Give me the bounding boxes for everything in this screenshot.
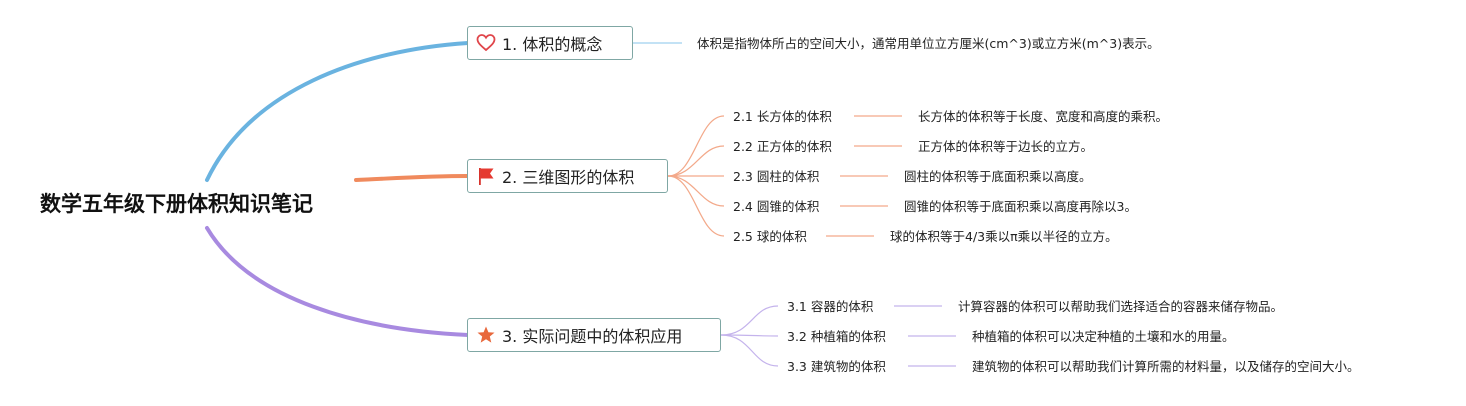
branch-2-child-connector [667, 115, 725, 177]
branch-2-child-detail: 圆锥的体积等于底面积乘以高度再除以3。 [904, 199, 1137, 214]
central-topic[interactable]: 数学五年级下册体积知识笔记 [40, 192, 313, 216]
branch-1-description: 体积是指物体所占的空间大小，通常用单位立方厘米(cm^3)或立方米(m^3)表示… [697, 36, 1160, 51]
branch-3-child-detail: 建筑物的体积可以帮助我们计算所需的材料量，以及储存的空间大小。 [972, 359, 1360, 374]
branch-2-child-label[interactable]: 2.2 正方体的体积 [733, 139, 832, 154]
branch-2-child-label[interactable]: 2.1 长方体的体积 [733, 109, 832, 124]
branch-2-child-detail: 长方体的体积等于长度、宽度和高度的乘积。 [918, 109, 1169, 124]
branch-1-topic[interactable]: 1. 体积的概念 [467, 26, 633, 60]
branch-2-child-detail: 球的体积等于4/3乘以π乘以半径的立方。 [890, 229, 1118, 244]
flag-icon [476, 166, 496, 186]
branch-3-child-label[interactable]: 3.1 容器的体积 [787, 299, 874, 314]
branch-1-connector [205, 41, 470, 182]
branch-3-child-connector [720, 305, 779, 336]
branch-3-child-label[interactable]: 3.3 建筑物的体积 [787, 359, 886, 374]
branch-3-connector [205, 226, 470, 337]
branch-3-topic[interactable]: 3. 实际问题中的体积应用 [467, 318, 721, 352]
branch-2-child-connector [667, 175, 725, 207]
branch-3-child-detail: 计算容器的体积可以帮助我们选择适合的容器来储存物品。 [958, 299, 1284, 314]
branch-2-child-detail: 圆柱的体积等于底面积乘以高度。 [904, 169, 1092, 184]
branch-3-child-detail: 种植箱的体积可以决定种植的土壤和水的用量。 [972, 329, 1235, 344]
branch-1-title: 1. 体积的概念 [502, 35, 603, 54]
branch-2-child-label[interactable]: 2.5 球的体积 [733, 229, 807, 244]
branch-2-child-connector [667, 145, 725, 177]
branch-2-child-label[interactable]: 2.4 圆锥的体积 [733, 199, 820, 214]
branch-2-topic[interactable]: 2. 三维图形的体积 [467, 159, 668, 193]
branch-3-child-label[interactable]: 3.2 种植箱的体积 [787, 329, 886, 344]
star-icon [476, 325, 496, 345]
branch-2-child-connector [667, 175, 725, 237]
branch-2-child-detail: 正方体的体积等于边长的立方。 [918, 139, 1094, 154]
branch-3-title: 3. 实际问题中的体积应用 [502, 327, 683, 346]
branch-2-child-label[interactable]: 2.3 圆柱的体积 [733, 169, 820, 184]
branch-2-title: 2. 三维图形的体积 [502, 168, 635, 187]
heart-icon [476, 33, 496, 53]
branch-2-connector [354, 174, 470, 182]
branch-3-child-connector [720, 334, 779, 367]
